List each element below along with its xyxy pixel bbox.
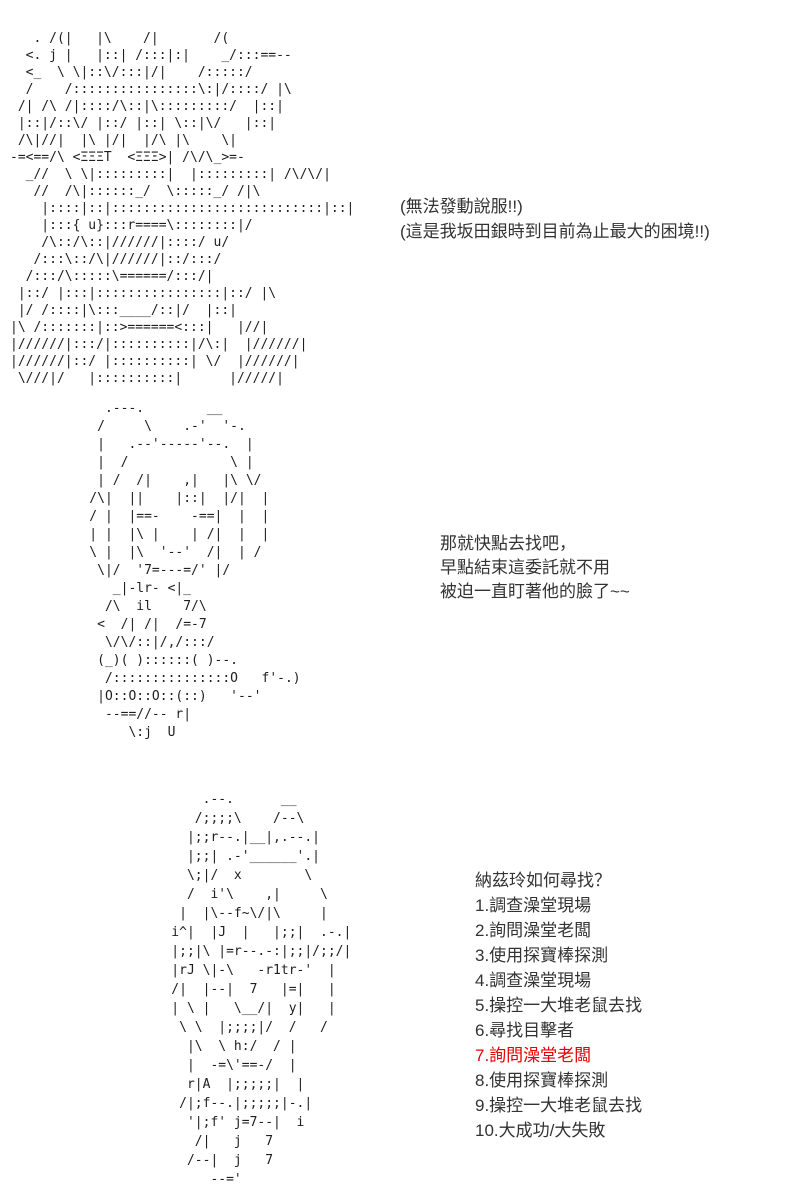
dialogue-gintoki: (無法發動說服!!) (這是我坂田銀時到目前為止最大的困境!!) — [400, 194, 710, 244]
quest-option: 7.詢問澡堂老闆 — [475, 1046, 592, 1065]
quest-option: 1.調查澡堂現場 — [475, 896, 592, 915]
dialogue-line: (無法發動說服!!) — [400, 197, 523, 216]
quest-title: 納茲玲如何尋找？ — [475, 871, 611, 890]
ascii-art-nazrin-sitting: .---. __ / \ .-' '-. | .--'-----'--. | |… — [89, 401, 301, 740]
dialogue-line: 早點結束這委託就不用 — [440, 558, 610, 577]
quest-option-list: 納茲玲如何尋找？ 1.調查澡堂現場 2.詢問澡堂老闆 3.使用探寶棒探測 4.調… — [475, 868, 642, 1143]
ascii-art-nazrin-walking: .--. __ /;;;;\ /--\ |;;r--.|__|,.--.| |;… — [171, 792, 352, 1187]
quest-option: 2.詢問澡堂老闆 — [475, 921, 592, 940]
ascii-art-gintoki: . /(| |\ /| /( <. j | |::| /:::|:| _/:::… — [10, 31, 355, 386]
dialogue-line: (這是我坂田銀時到目前為止最大的困境!!) — [400, 222, 710, 241]
quest-option: 5.操控一大堆老鼠去找 — [475, 996, 643, 1015]
quest-option: 4.調查澡堂現場 — [475, 971, 592, 990]
quest-option: 10.大成功/大失敗 — [475, 1121, 606, 1140]
dialogue-line: 被迫一直盯著他的臉了~~ — [440, 582, 630, 601]
dialogue-nazrin: 那就快點去找吧， 早點結束這委託就不用 被迫一直盯著他的臉了~~ — [440, 532, 630, 604]
quest-option: 6.尋找目擊者 — [475, 1021, 575, 1040]
dialogue-line: 那就快點去找吧， — [440, 534, 576, 553]
quest-option: 9.操控一大堆老鼠去找 — [475, 1096, 643, 1115]
quest-option: 8.使用探寶棒探測 — [475, 1071, 609, 1090]
quest-option: 3.使用探寶棒探測 — [475, 946, 609, 965]
